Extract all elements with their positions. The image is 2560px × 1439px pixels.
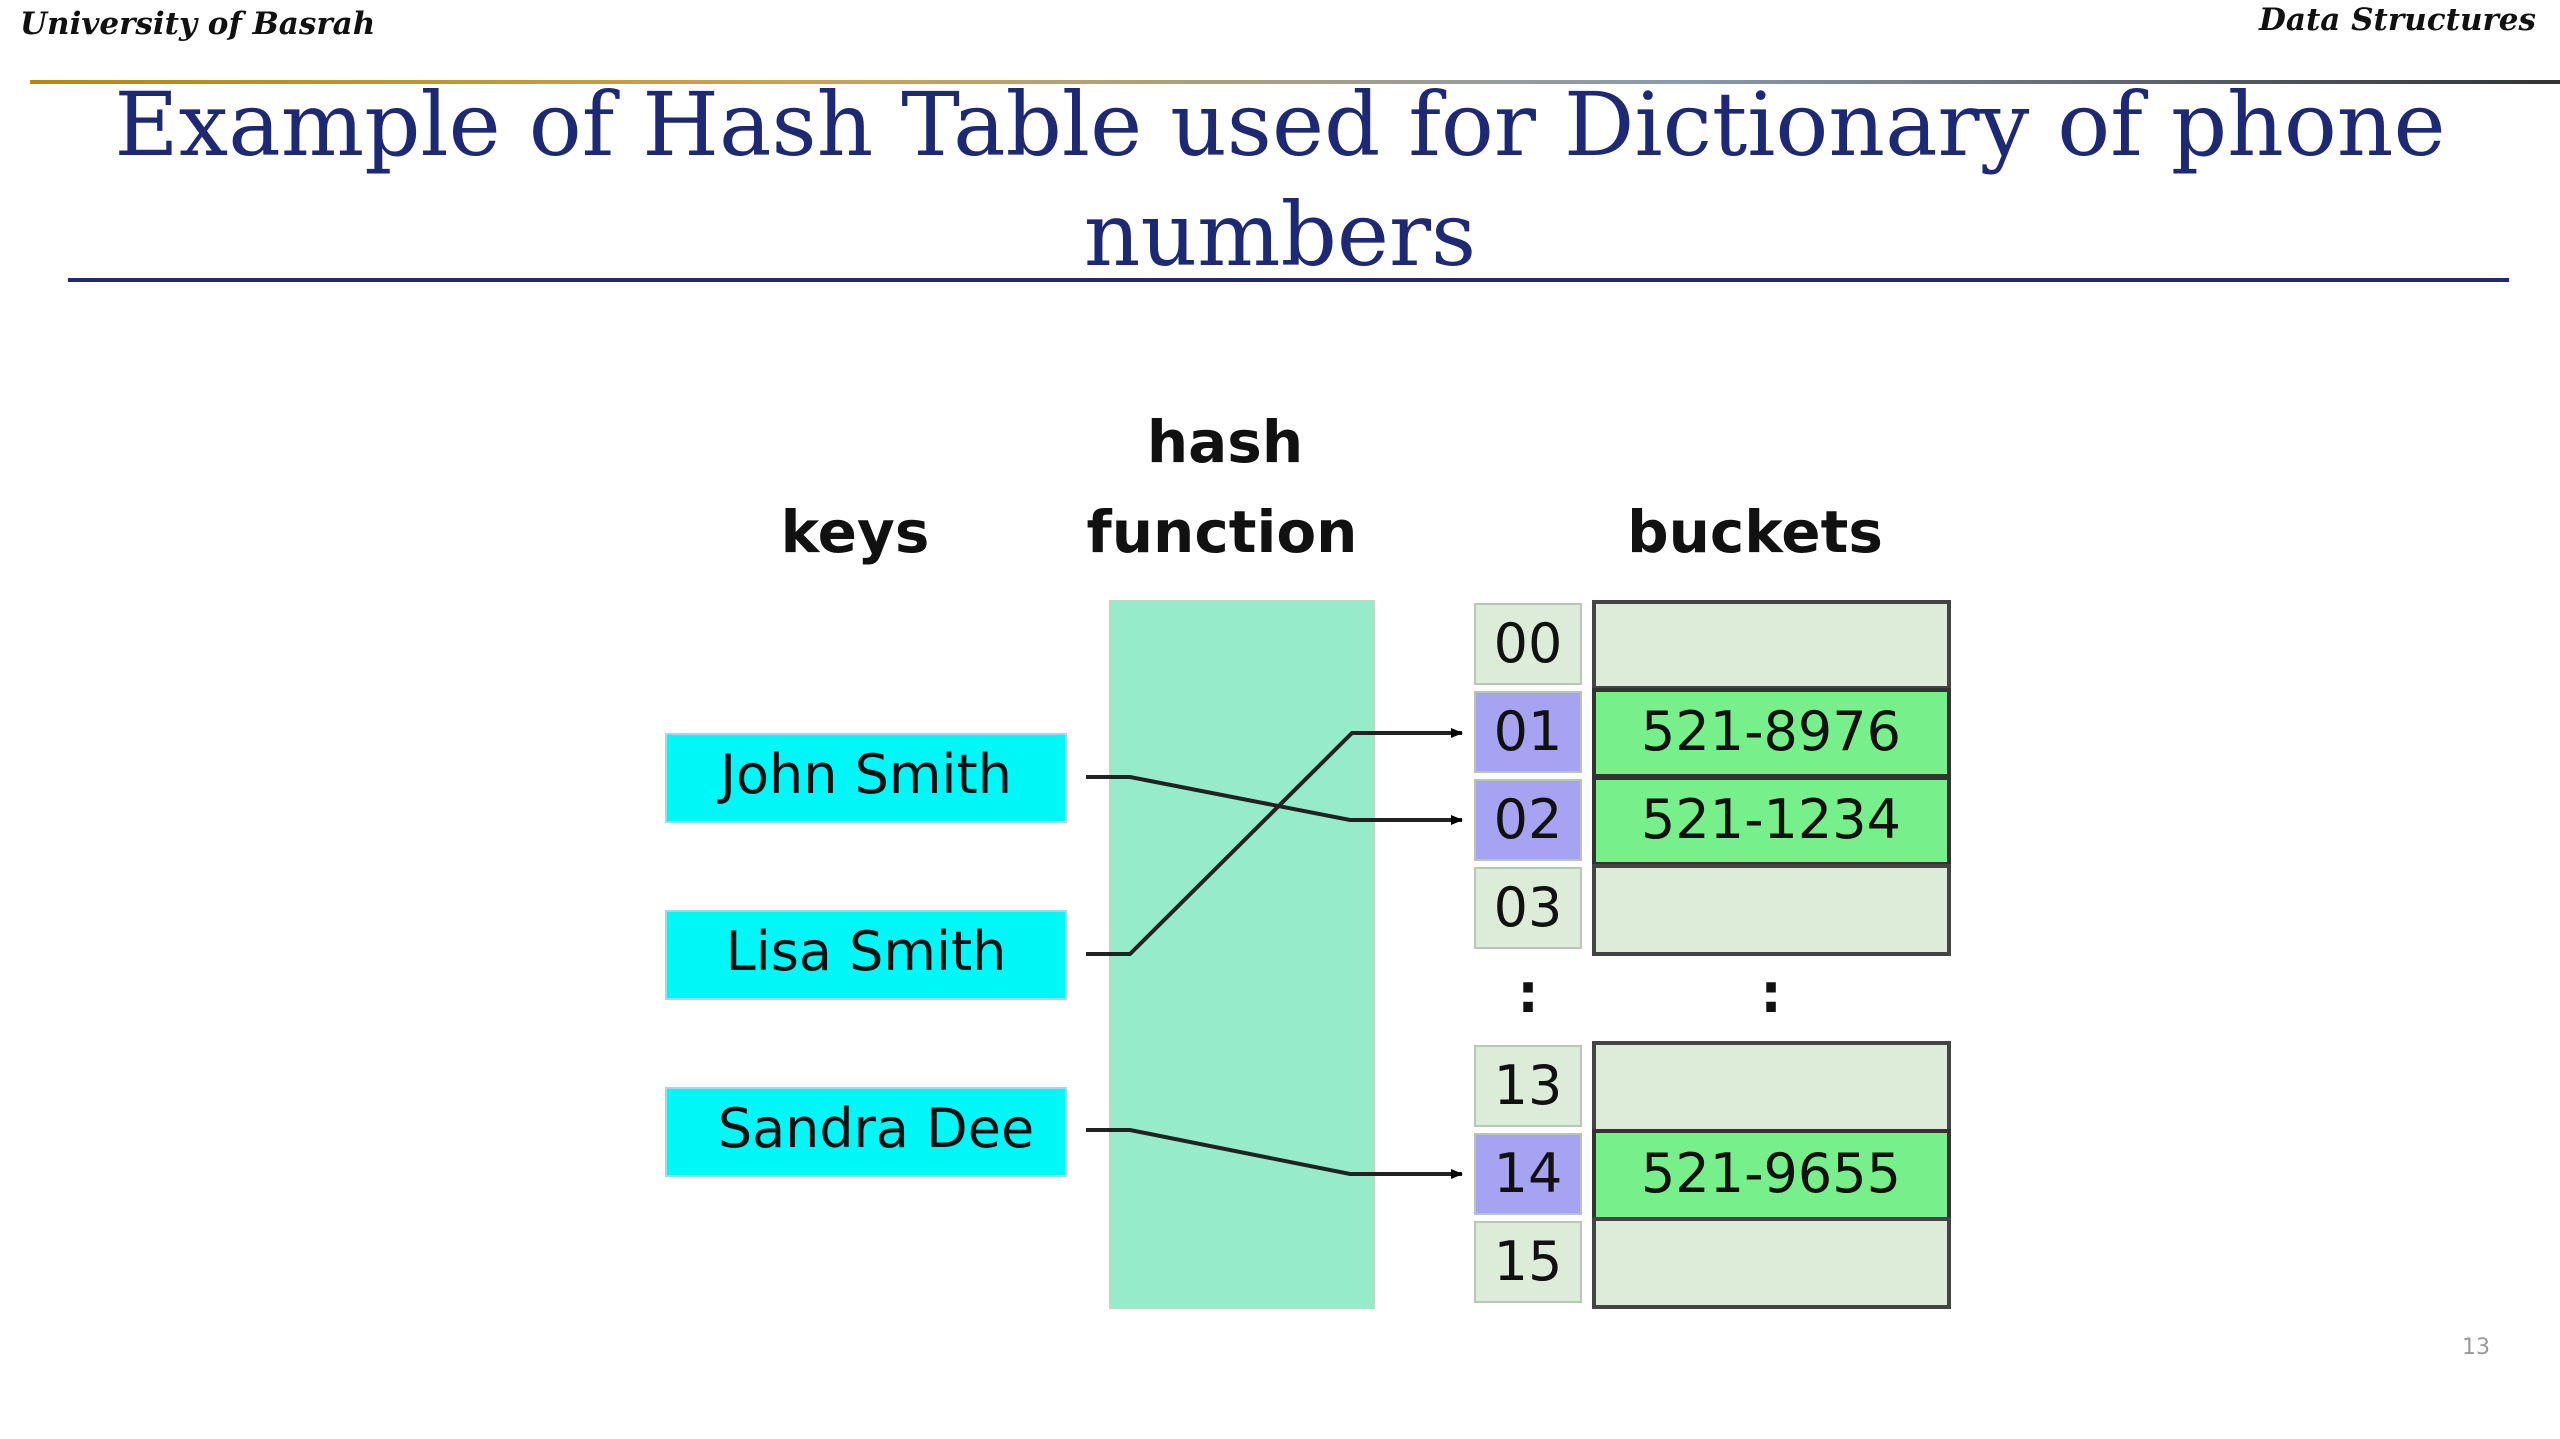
bucket-cell-13 (1592, 1041, 1951, 1133)
index-label-02: 02 (1494, 788, 1563, 851)
slide-title: Example of Hash Table used for Dictionar… (114, 73, 2446, 286)
arrow-john-smith-to-02 (1086, 775, 1463, 825)
index-label-14: 14 (1494, 1142, 1563, 1205)
arrow-lisa-smith-to-01 (1086, 728, 1463, 956)
bucket-value-14: 521-9655 (1641, 1142, 1901, 1205)
index-cell-00 (1474, 603, 1582, 685)
header-institution: University of Basrah (20, 6, 376, 42)
key-label-john-smith: John Smith (717, 743, 1012, 806)
index-label-01: 01 (1494, 700, 1563, 763)
hash-label-line2: function (1087, 498, 1358, 566)
index-label-13: 13 (1494, 1054, 1563, 1117)
bucket-ellipsis: : (1760, 962, 1782, 1025)
index-cell-01 (1474, 691, 1582, 773)
bucket-cell-03 (1592, 864, 1951, 956)
bucket-cell-00 (1592, 600, 1951, 690)
index-cell-03 (1474, 867, 1582, 949)
bucket-cell-14 (1592, 1129, 1951, 1221)
key-box-lisa-smith (665, 910, 1067, 1000)
bucket-value-01: 521-8976 (1641, 700, 1901, 763)
key-box-sandra-dee (665, 1087, 1067, 1177)
bucket-value-02: 521-1234 (1641, 788, 1901, 851)
page-number: 13 (2462, 1335, 2490, 1360)
index-ellipsis: : (1517, 962, 1539, 1025)
bucket-cell-02 (1592, 776, 1951, 866)
buckets-label: buckets (1627, 498, 1883, 566)
title-underline (68, 278, 2509, 282)
bucket-cell-15 (1592, 1217, 1951, 1309)
index-label-15: 15 (1494, 1230, 1563, 1293)
key-label-sandra-dee: Sandra Dee (718, 1097, 1034, 1160)
key-label-lisa-smith: Lisa Smith (726, 920, 1007, 983)
header-divider (30, 80, 2560, 84)
arrow-sandra-dee-to-14 (1086, 1128, 1463, 1179)
index-cell-02 (1474, 779, 1582, 861)
hash-function-box (1109, 600, 1375, 1309)
hash-label-line1: hash (1147, 408, 1303, 476)
index-cell-13 (1474, 1045, 1582, 1127)
index-label-03: 03 (1494, 876, 1563, 939)
index-label-00: 00 (1494, 612, 1563, 675)
key-box-john-smith (665, 733, 1067, 823)
header-course: Data Structures (2259, 2, 2536, 38)
index-cell-14 (1474, 1133, 1582, 1215)
bucket-cell-01 (1592, 688, 1951, 778)
index-cell-15 (1474, 1221, 1582, 1303)
keys-label: keys (781, 498, 930, 566)
